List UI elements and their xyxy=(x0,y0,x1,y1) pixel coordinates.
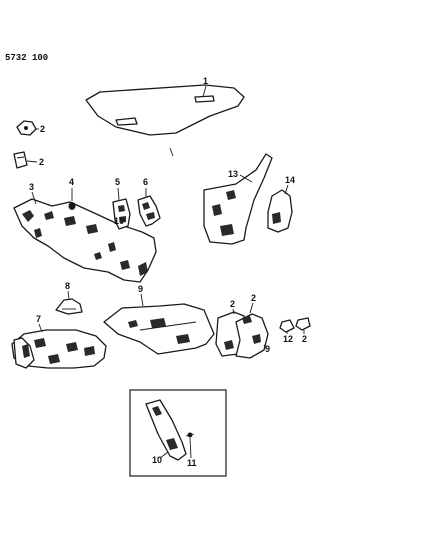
quarter-panel-part xyxy=(215,311,269,359)
callout-pillar-cover: 14 xyxy=(285,175,295,185)
headliner-part xyxy=(85,84,245,157)
callout-bracket-5: 5 xyxy=(115,177,120,187)
dash-silencer-part xyxy=(13,198,157,283)
callout-rear-floor-mat: 9 xyxy=(138,284,143,294)
bracket-6-part xyxy=(137,195,161,227)
rear-floor-mat-part xyxy=(103,303,215,355)
document-number: 5732 100 xyxy=(5,53,48,63)
callout-dash-silencer: 3 xyxy=(29,182,34,192)
callout-front-floor-mat: 7 xyxy=(36,314,41,324)
callout-clip-upper-1: 2 xyxy=(40,124,45,134)
callout-bracket-6: 6 xyxy=(143,177,148,187)
clip-round-part xyxy=(16,120,37,136)
detail-inset-frame xyxy=(129,389,227,477)
clip-lower-right-part xyxy=(295,317,311,331)
callout-quarter-panel: 9 xyxy=(265,344,270,354)
callout-quarter-clip-a: 2 xyxy=(230,299,235,309)
front-floor-mat-part xyxy=(11,329,107,369)
plug-part xyxy=(68,202,76,210)
pillar-trim-part xyxy=(203,153,273,245)
grommet-part xyxy=(55,298,83,315)
clip-12-part xyxy=(279,319,295,333)
callout-bracket-5-sub: 10 xyxy=(114,216,124,226)
callout-quarter-clip-b: 2 xyxy=(251,293,256,303)
clip-square-part xyxy=(13,151,28,169)
inset-screw-part xyxy=(185,432,195,438)
bracket-5-part xyxy=(112,198,131,230)
callout-grommet: 8 xyxy=(65,281,70,291)
pillar-cover-part xyxy=(267,189,293,233)
callout-headliner: 1 xyxy=(203,76,208,86)
callout-inset-panel: 10 xyxy=(152,455,162,465)
callout-clip-lower-right: 2 xyxy=(302,334,307,344)
callout-plug: 4 xyxy=(69,177,74,187)
callout-inset-screw: 11 xyxy=(187,458,197,468)
callout-pillar-trim: 13 xyxy=(228,169,238,179)
callout-clip-12: 12 xyxy=(283,334,293,344)
callout-clip-upper-2: 2 xyxy=(39,157,44,167)
inset-panel-part xyxy=(145,399,187,461)
